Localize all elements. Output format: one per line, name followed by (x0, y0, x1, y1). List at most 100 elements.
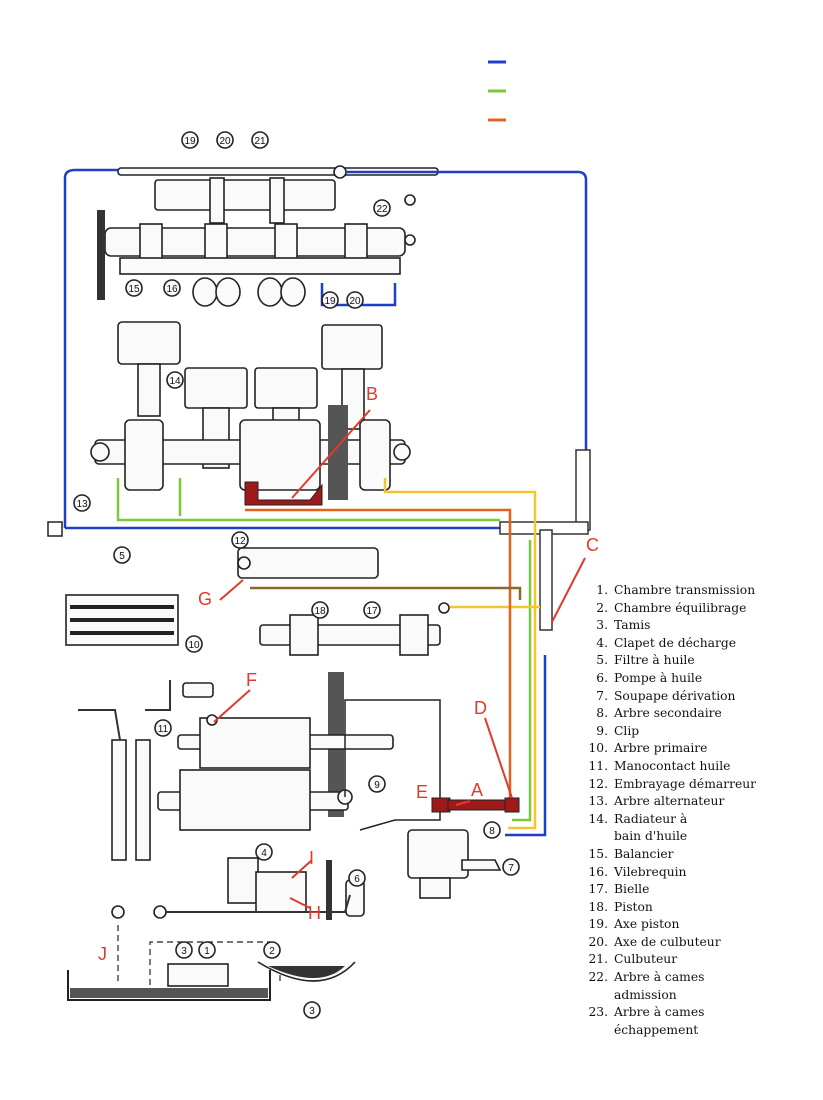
part-number: 9 (374, 780, 380, 791)
legend-item-number: 15. (588, 846, 608, 861)
legend-item-number: 21. (588, 952, 608, 967)
legend-item: 10. Arbre primaire (584, 740, 756, 758)
legend-item-number: 23. (588, 1005, 608, 1020)
legend-item: 5.Filtre à huile (584, 652, 756, 670)
oil-line-orange (245, 508, 512, 800)
legend-item: 9.Clip (584, 723, 756, 741)
legend-item-number: 6. (596, 670, 608, 685)
legend-item-text: Pompe à huile (614, 670, 703, 685)
callout-letters: A B C D E F G H I J (98, 384, 599, 964)
oil-radiator (65, 594, 179, 646)
part-number: 11 (158, 724, 169, 735)
legend-item-text: Arbre alternateur (614, 794, 725, 809)
legend-item-text: Arbre à cames (614, 1005, 705, 1020)
callout-b: B (366, 384, 378, 404)
legend-item: 16. Vilebrequin (584, 864, 756, 882)
legend-item: 12.Embrayage démarreur (584, 776, 756, 794)
legend-item-number: 4. (596, 635, 608, 650)
legend-item-number: 10. (588, 741, 608, 756)
part-number: 10 (188, 640, 200, 651)
intake-camshaft (104, 223, 416, 275)
relief-valve (227, 857, 332, 920)
red-oil-part-e (431, 797, 520, 813)
part-number: 17 (366, 606, 378, 617)
callout-j: J (98, 944, 107, 964)
legend-item-text: Chambre équilibrage (614, 600, 747, 615)
callout-i: I (309, 848, 314, 868)
legend-item: 20. Axe de culbuteur (584, 934, 756, 952)
legend-item-text: Axe piston (614, 917, 680, 932)
legend-item-number: 17. (588, 882, 608, 897)
legend-item-text: Culbuteur (614, 952, 678, 967)
legend-item-text: Soupape dérivation (614, 688, 736, 703)
legend-item-text: Clapet de décharge (614, 635, 737, 650)
part-number: 14 (169, 376, 181, 387)
oil-line-green (116, 478, 532, 822)
legend-item: 18. Piston (584, 899, 756, 917)
legend-item-continuation: admission (614, 987, 677, 1002)
legend-item: 19. Axe piston (584, 916, 756, 934)
legend-item-text: Embrayage démarreur (614, 776, 757, 791)
oil-filter-pipes (78, 680, 351, 919)
callout-h: H (308, 903, 321, 923)
legend-item-number: 16. (588, 864, 608, 879)
part-number: 4 (261, 848, 267, 859)
part-number: 16 (166, 284, 178, 295)
part-number: 22 (376, 204, 388, 215)
legend-item-number: 19. (588, 917, 608, 932)
valve-springs (192, 277, 306, 307)
callout-arrows (213, 409, 586, 909)
part-number: 19 (184, 136, 196, 147)
legend-item: 17.Bielle (584, 881, 756, 899)
legend-item: 13. Arbre alternateur (584, 793, 756, 811)
part-number: 7 (508, 863, 514, 874)
part-number: 21 (254, 136, 266, 147)
legend-item-number: 14. (588, 811, 608, 826)
legend-item-number: 11. (588, 758, 608, 773)
legend-item-number: 13. (588, 794, 608, 809)
legend-item-text: Piston (614, 899, 653, 914)
callout-f: F (246, 670, 257, 690)
legend-item-text: Balancier (614, 846, 674, 861)
legend-item-number: 20. (588, 934, 608, 949)
legend-item-continuation: échappement (614, 1022, 699, 1037)
legend-item: 7. Soupape dérivation (584, 688, 756, 706)
legend-item-number: 2. (596, 600, 608, 615)
secondary-shaft-17 (259, 602, 450, 656)
oil-pipe-riser (539, 529, 553, 631)
legend-item-number: 18. (588, 899, 608, 914)
clip-9 (344, 699, 441, 831)
legend-item-text: Clip (614, 723, 640, 738)
legend-item: 8.Arbre secondaire (584, 705, 756, 723)
part-number: 3 (309, 1006, 315, 1017)
part-number: 15 (128, 284, 140, 295)
legend-item: 11.Manocontact huile (584, 758, 756, 776)
legend-item: 21. Culbuteur (584, 951, 756, 969)
timing-chain (97, 210, 105, 300)
part-number-labels: 19 20 21 22 19 20 15 16 14 13 12 5 18 17… (73, 131, 520, 1019)
oil-pressure-switch (182, 682, 214, 698)
legend-item: 1.Chambre transmission (584, 582, 756, 600)
legend-item-text: Arbre primaire (614, 741, 708, 756)
legend-item: 23. Arbre à cames (584, 1004, 756, 1022)
part-number: 12 (234, 536, 246, 547)
legend-item-number: 22. (588, 970, 608, 985)
part-number: 18 (314, 606, 326, 617)
starter-clutch (237, 547, 379, 579)
oil-line-olive (250, 586, 522, 600)
legend-item-number: 7. (596, 688, 608, 703)
callout-g: G (198, 589, 212, 609)
legend-item: 2. Chambre équilibrage (584, 600, 756, 618)
legend-item-number: 3. (596, 618, 608, 633)
drain-bolt-square (47, 521, 63, 537)
part-number: 6 (354, 874, 360, 885)
main-oil-gallery-pipe (575, 449, 591, 531)
legend-item-text: Vilebrequin (614, 864, 687, 879)
legend-item-text: Tamis (614, 618, 651, 633)
legend-item-continuation: bain d'huile (614, 829, 688, 844)
bypass-valve (407, 829, 502, 899)
part-number: 19 (324, 296, 336, 307)
legend-item-text: Axe de culbuteur (614, 934, 721, 949)
